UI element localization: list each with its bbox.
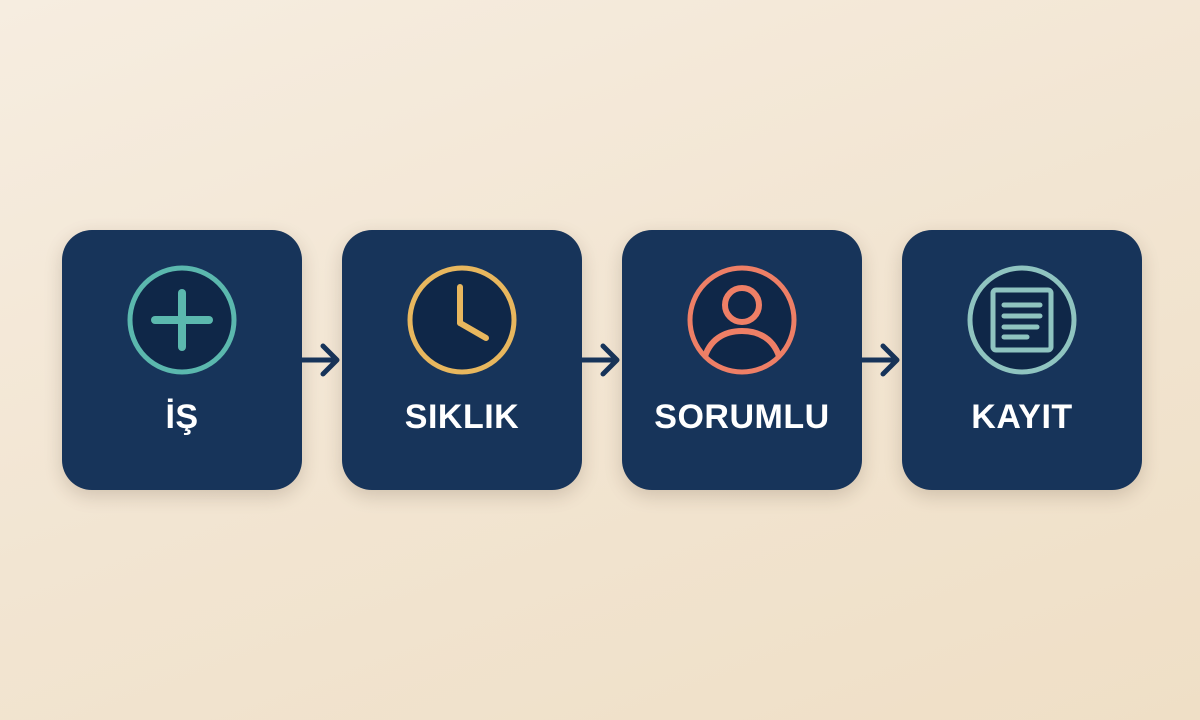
step-card-is: İŞ (62, 230, 302, 490)
user-icon (687, 265, 797, 375)
step-label: İŞ (165, 398, 199, 436)
step-label: SIKLIK (404, 398, 520, 436)
arrow-right-icon (582, 230, 622, 490)
clock-icon (407, 265, 517, 375)
step-label: SORUMLU (654, 398, 830, 436)
arrow-right-icon (302, 230, 342, 490)
step-label: KAYIT (971, 398, 1073, 436)
document-icon (967, 265, 1077, 375)
plus-circle-icon (127, 265, 237, 375)
arrow-right-icon (862, 230, 902, 490)
step-card-kayit: KAYIT (902, 230, 1142, 490)
step-card-sorumlu: SORUMLU (622, 230, 862, 490)
process-flow: İŞ SIKLIK (62, 230, 1142, 490)
step-card-siklik: SIKLIK (342, 230, 582, 490)
